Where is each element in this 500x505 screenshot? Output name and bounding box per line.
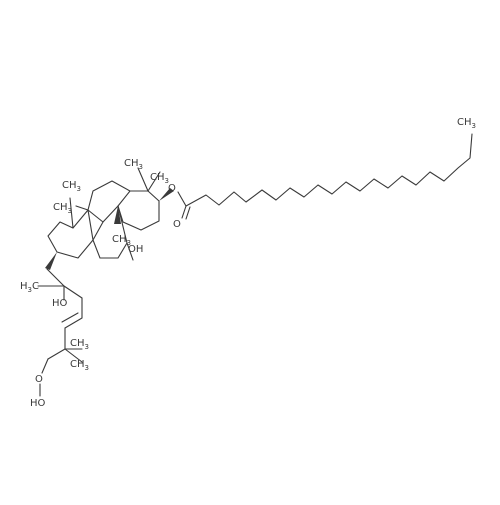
side-chain-methyl-b: [64, 348, 83, 363]
side-h3c-label: H3C: [20, 281, 39, 294]
c13-methyl-label: CH3: [62, 180, 81, 193]
side-chain-2: [63, 285, 83, 299]
carbonyl-bond-1: [181, 205, 187, 219]
c17-wedge: [45, 252, 57, 270]
peroxy-bond-1: [41, 358, 49, 374]
ring-c: [92, 205, 128, 259]
gem-methyl-b-label: CH3: [150, 172, 169, 185]
gem-methyl-bond-a: [137, 167, 149, 192]
c10-methyl-label: CH3: [112, 234, 131, 247]
acyl-chain: [185, 133, 473, 207]
peroxy-o-label: O: [35, 374, 43, 385]
side-chain-5: [47, 348, 66, 360]
c14-methyl-bond: [75, 205, 89, 211]
c10-methyl-wedge: [114, 206, 121, 224]
side-chain-1: [46, 268, 65, 287]
carbonyl-o-label: O: [173, 219, 181, 230]
c13-methyl-bond: [69, 197, 74, 229]
gem-methyl-bond-b: [147, 171, 161, 192]
tail-ch3-label: CH3: [457, 117, 476, 130]
ring-oh-label: OH: [128, 244, 143, 255]
ester-bond: [177, 191, 187, 207]
c11-oh-bond: [126, 242, 134, 261]
side-ho-label: HO: [52, 298, 68, 309]
c14-methyl-label: CH3: [53, 202, 72, 215]
ester-o-label: O: [168, 183, 176, 194]
ring-b: [87, 180, 131, 223]
ester-wedge: [159, 188, 174, 201]
side-chain-double-2: [61, 312, 79, 323]
peroxy-ho-label: HO: [30, 398, 46, 409]
carbonyl-bond-2: [185, 206, 191, 220]
ring-a: [117, 190, 160, 231]
gem-methyl-a-label: CH3: [124, 158, 143, 171]
end-methyl-a-label: CH3: [70, 338, 89, 351]
side-chain-double-1: [64, 317, 83, 329]
end-methyl-b-label: CH3: [70, 359, 89, 372]
ring-d: [47, 209, 94, 259]
